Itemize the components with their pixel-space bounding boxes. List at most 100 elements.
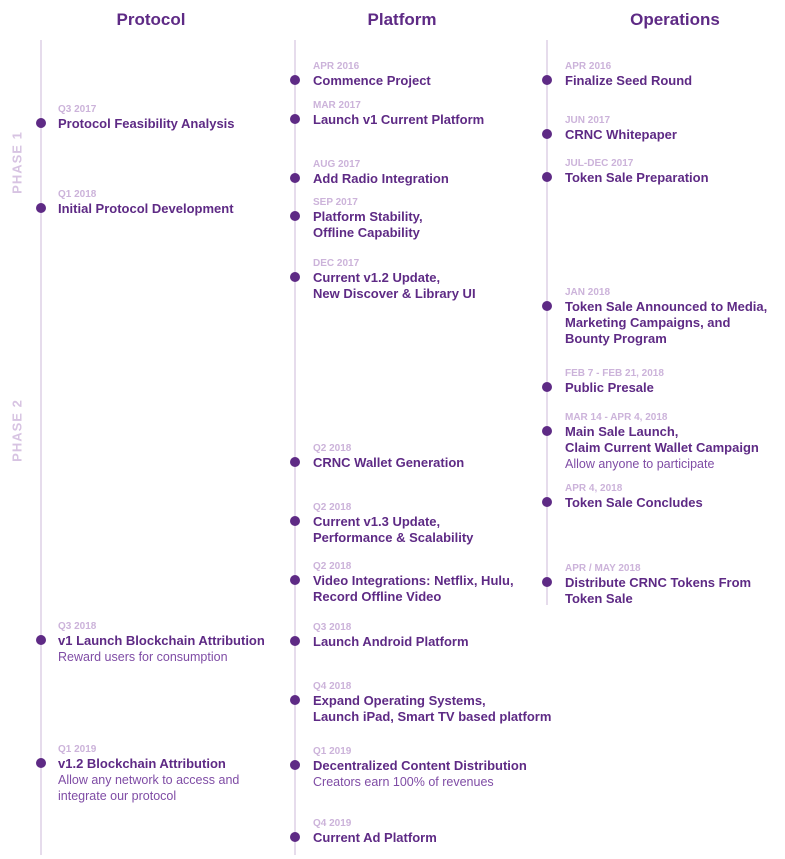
operations-event-dot <box>542 497 552 507</box>
event-date: Q1 2019 <box>58 744 97 755</box>
event-date: Q2 2018 <box>313 502 352 513</box>
event-title: CRNC Wallet Generation <box>313 455 465 470</box>
event-title: Performance & Scalability <box>313 530 474 545</box>
platform-event-dot <box>290 636 300 646</box>
platform-event-dot <box>290 173 300 183</box>
event-title: CRNC Whitepaper <box>565 127 677 142</box>
platform-column-title: Platform <box>367 10 437 29</box>
event-date: Q4 2019 <box>313 818 352 829</box>
event-date: APR 2016 <box>313 61 360 72</box>
protocol-timeline-line <box>40 40 42 855</box>
event-title: Add Radio Integration <box>313 171 449 186</box>
phase-1-label: PHASE 1 <box>9 131 25 194</box>
operations-event-dot <box>542 129 552 139</box>
event-title: Token Sale <box>565 591 633 606</box>
event-title: Current Ad Platform <box>313 830 437 845</box>
event-title: Offline Capability <box>313 225 420 240</box>
platform-event-dot <box>290 272 300 282</box>
event-title: Public Presale <box>565 380 654 395</box>
event-description: Creators earn 100% of revenues <box>313 775 494 789</box>
platform-event-dot <box>290 75 300 85</box>
event-title: Current v1.3 Update, <box>313 514 441 529</box>
event-description: integrate our protocol <box>58 789 177 803</box>
operations-event-dot <box>542 75 552 85</box>
event-title: Record Offline Video <box>313 589 442 604</box>
operations-event-dot <box>542 172 552 182</box>
operations-event-dot <box>542 382 552 392</box>
phase-2-label: PHASE 2 <box>9 399 25 462</box>
event-date: JUL-DEC 2017 <box>565 158 634 169</box>
event-date: APR 2016 <box>565 61 612 72</box>
platform-event-dot <box>290 575 300 585</box>
event-title: Token Sale Preparation <box>565 170 709 185</box>
event-date: AUG 2017 <box>313 159 361 170</box>
event-title: Platform Stability, <box>313 209 423 224</box>
protocol-event-dot <box>36 203 46 213</box>
platform-event-dot <box>290 457 300 467</box>
operations-event-dot <box>542 577 552 587</box>
event-date: JAN 2018 <box>565 287 611 298</box>
platform-event-dot <box>290 832 300 842</box>
event-description: Allow anyone to participate <box>565 457 715 471</box>
event-title: Distribute CRNC Tokens From <box>565 575 752 590</box>
event-date: JUN 2017 <box>565 115 611 126</box>
event-date: APR / MAY 2018 <box>565 563 641 574</box>
operations-column-title: Operations <box>630 10 720 29</box>
event-title: Token Sale Announced to Media, <box>565 299 768 314</box>
event-date: APR 4, 2018 <box>565 483 623 494</box>
event-date: Q3 2018 <box>313 622 352 633</box>
event-date: FEB 7 - FEB 21, 2018 <box>565 368 664 379</box>
event-date: DEC 2017 <box>313 258 360 269</box>
platform-event-dot <box>290 211 300 221</box>
event-date: Q2 2018 <box>313 443 352 454</box>
event-title: Main Sale Launch, <box>565 424 679 439</box>
protocol-column-title: Protocol <box>116 10 186 29</box>
event-title: Launch iPad, Smart TV based platform <box>313 709 552 724</box>
event-title: Initial Protocol Development <box>58 201 234 216</box>
event-title: New Discover & Library UI <box>313 286 476 301</box>
event-title: v1 Launch Blockchain Attribution <box>58 633 265 648</box>
event-date: MAR 14 - APR 4, 2018 <box>565 412 668 423</box>
event-date: Q1 2019 <box>313 746 352 757</box>
event-title: Protocol Feasibility Analysis <box>58 116 235 131</box>
platform-event-dot <box>290 760 300 770</box>
protocol-event-dot <box>36 635 46 645</box>
event-title: Finalize Seed Round <box>565 73 693 88</box>
event-title: Launch v1 Current Platform <box>313 112 485 127</box>
operations-event-dot <box>542 301 552 311</box>
operations-timeline-line <box>546 40 548 605</box>
protocol-event-dot <box>36 118 46 128</box>
event-title: Marketing Campaigns, and <box>565 315 731 330</box>
platform-event-dot <box>290 695 300 705</box>
event-date: SEP 2017 <box>313 197 358 208</box>
event-date: Q1 2018 <box>58 189 97 200</box>
event-date: Q2 2018 <box>313 561 352 572</box>
event-title: Commence Project <box>313 73 431 88</box>
event-title: v1.2 Blockchain Attribution <box>58 756 226 771</box>
event-date: Q4 2018 <box>313 681 352 692</box>
event-title: Video Integrations: Netflix, Hulu, <box>313 573 514 588</box>
platform-event-dot <box>290 516 300 526</box>
event-title: Claim Current Wallet Campaign <box>565 440 759 455</box>
event-title: Expand Operating Systems, <box>313 693 486 708</box>
event-description: Allow any network to access and <box>58 773 240 787</box>
event-title: Bounty Program <box>565 331 667 346</box>
